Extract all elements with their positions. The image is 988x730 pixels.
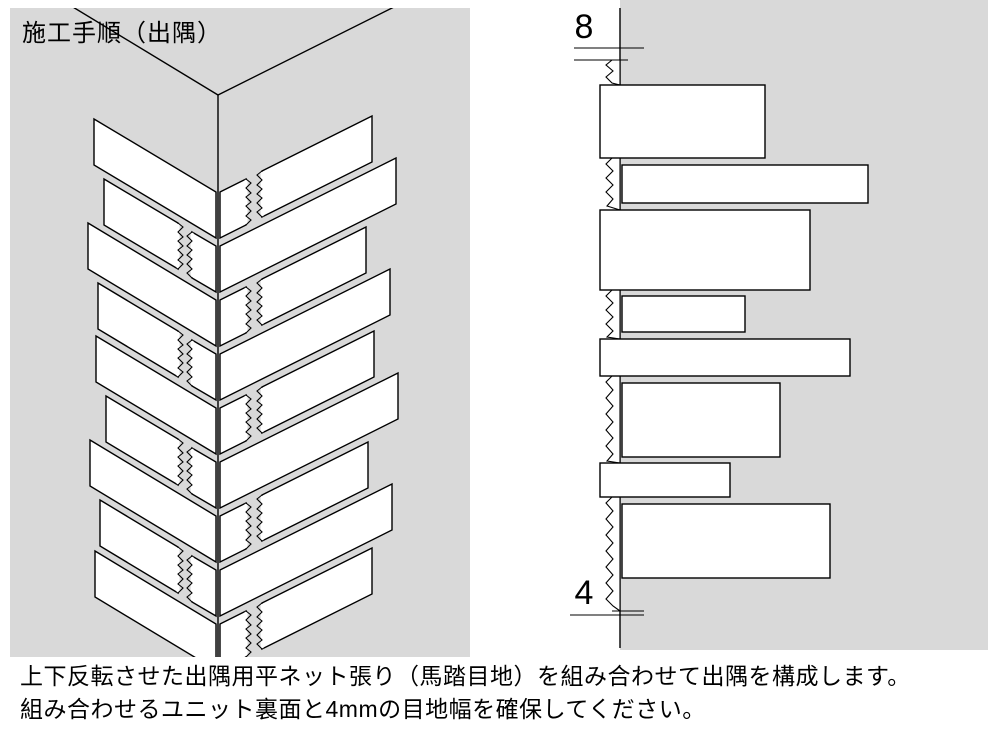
wall-top-edge-left	[73, 8, 219, 96]
tile	[219, 371, 399, 510]
net-strip	[605, 289, 621, 340]
tile	[621, 382, 781, 458]
elevation-diagram	[570, 8, 869, 648]
elevation-net-strips	[605, 59, 621, 613]
tile	[87, 221, 217, 348]
caption-line-1: 上下反転させた出隅用平ネット張り（馬踏目地）を組み合わせて出隅を構成します。	[20, 663, 911, 689]
right-face-tiles	[219, 114, 399, 651]
net-strip	[605, 375, 621, 464]
tile	[621, 503, 831, 579]
tile	[219, 156, 397, 294]
corner-return-strips-right-face	[219, 177, 247, 657]
tile	[599, 462, 731, 498]
dimension-label-bottom: 4	[574, 574, 594, 612]
tile	[94, 549, 217, 657]
caption-line-2: 組み合わせるユニット裏面と4mmの目地幅を確保してください。	[20, 696, 706, 722]
wall-top-edge-right	[217, 8, 394, 96]
page-title: 施工手順（出隅）	[22, 20, 222, 47]
tile	[93, 117, 217, 240]
tile	[219, 267, 391, 402]
tile	[219, 482, 393, 618]
dimension-ticks-bottom	[570, 610, 644, 616]
dimension-label-top: 8	[574, 8, 594, 46]
tile	[621, 295, 746, 333]
wall-outline	[73, 8, 394, 657]
tile	[599, 84, 766, 159]
tile	[599, 209, 811, 291]
net-strip	[605, 59, 621, 86]
left-face-tiles	[87, 117, 217, 657]
corner-return-tile	[219, 609, 247, 657]
tile	[89, 438, 217, 564]
tile	[621, 164, 869, 204]
isometric-corner-diagram	[73, 8, 399, 657]
net-strip	[605, 496, 621, 613]
net-strip	[605, 157, 621, 211]
tile	[95, 334, 217, 456]
elevation-tiles	[599, 84, 869, 579]
tile	[599, 338, 851, 377]
dimension-ticks-top	[574, 47, 644, 61]
